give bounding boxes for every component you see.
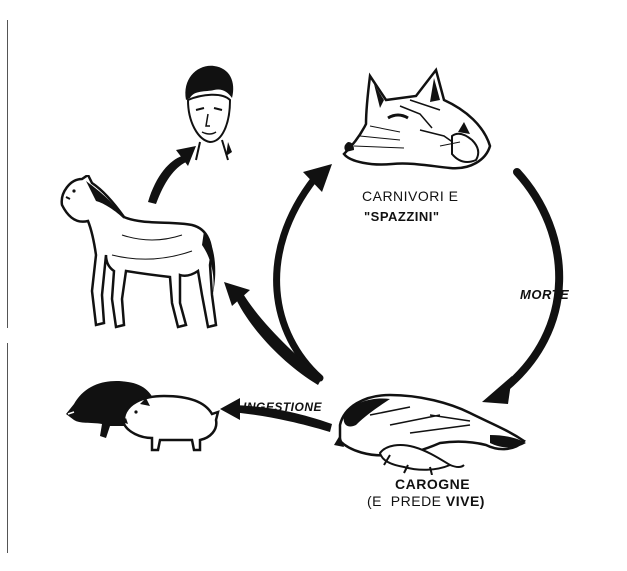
label-carogne: CAROGNE [395,476,470,492]
label-prede-prefix: (E PREDE [367,493,446,509]
human-head-illustration [178,62,238,162]
pigs-illustration [64,374,224,454]
label-prede-vive: (E PREDE VIVE) [367,493,485,509]
label-prede-bold: VIVE) [446,493,485,509]
carrion-animals-illustration [330,385,530,475]
horse-illustration [52,175,222,335]
arrow-morte [500,172,559,392]
label-morte: MORTE [520,287,569,302]
label-carnivori: CARNIVORI E [362,187,459,206]
wolf-head-illustration [340,66,500,176]
label-ingestione: INGESTIONE [243,400,322,414]
label-spazzini: "SPAZZINI" [364,207,440,226]
